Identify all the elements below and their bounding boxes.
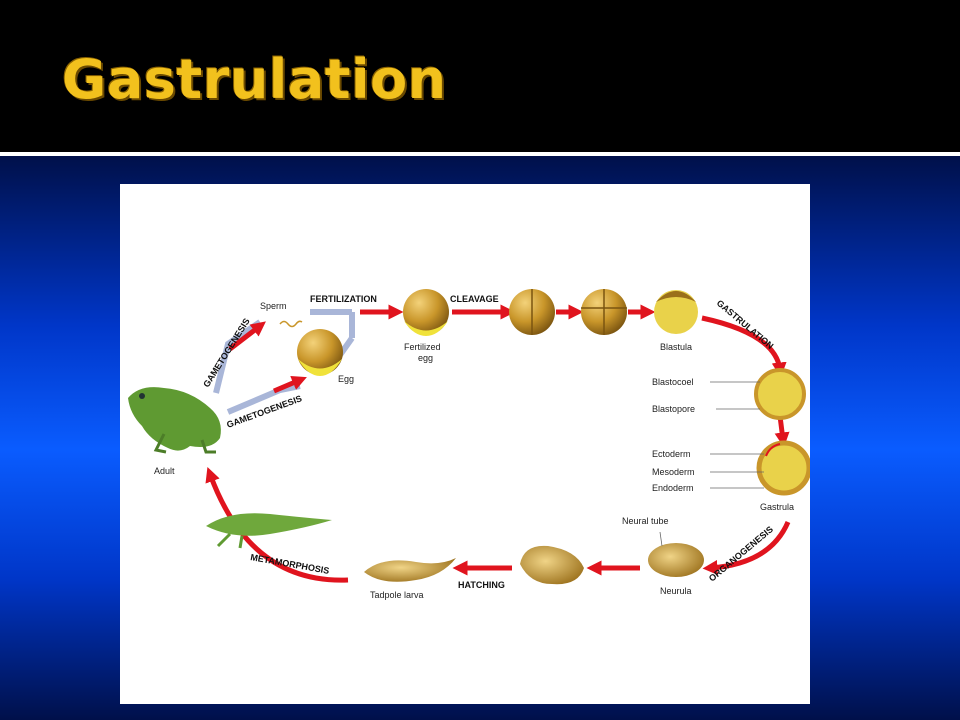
stage-fertilization: FERTILIZATION bbox=[310, 294, 377, 304]
label-egg: Egg bbox=[338, 374, 354, 384]
egg bbox=[297, 329, 343, 375]
frog-eye bbox=[139, 393, 145, 399]
label-neurula: Neurula bbox=[660, 586, 692, 596]
stage-cleavage: CLEAVAGE bbox=[450, 294, 499, 304]
gastrula bbox=[759, 443, 809, 493]
stage-hatching: HATCHING bbox=[458, 580, 505, 590]
froglet bbox=[206, 513, 332, 536]
sperm-shape bbox=[280, 321, 302, 326]
label-adult: Adult bbox=[154, 466, 175, 476]
life-cycle-svg: Sperm Egg Fertilized egg Blastula Blasto… bbox=[120, 184, 810, 704]
slide-title: Gastrulation bbox=[62, 48, 447, 111]
label-tadpole: Tadpole larva bbox=[370, 590, 424, 600]
label-gastrula: Gastrula bbox=[760, 502, 794, 512]
froglet-legs bbox=[218, 534, 242, 548]
label-mesoderm: Mesoderm bbox=[652, 467, 695, 477]
pointer-neural-tube bbox=[660, 532, 662, 546]
early-gastrula bbox=[756, 370, 804, 418]
label-fertilized-egg-line2: egg bbox=[418, 353, 433, 363]
label-blastula: Blastula bbox=[660, 342, 692, 352]
label-endoderm: Endoderm bbox=[652, 483, 694, 493]
frog-life-cycle-diagram: Sperm Egg Fertilized egg Blastula Blasto… bbox=[120, 184, 810, 704]
label-fertilized-egg-line1: Fertilized bbox=[404, 342, 441, 352]
tailbud-embryo bbox=[520, 546, 584, 584]
label-blastopore: Blastopore bbox=[652, 404, 695, 414]
tadpole-larva bbox=[364, 558, 456, 582]
title-bar: Gastrulation bbox=[0, 0, 960, 150]
label-sperm: Sperm bbox=[260, 301, 287, 311]
label-blastocoel: Blastocoel bbox=[652, 377, 694, 387]
label-neural-tube: Neural tube bbox=[622, 516, 669, 526]
stage-gametogenesis-top: GAMETOGENESIS bbox=[201, 316, 252, 389]
neurula bbox=[648, 543, 704, 577]
label-ectoderm: Ectoderm bbox=[652, 449, 691, 459]
